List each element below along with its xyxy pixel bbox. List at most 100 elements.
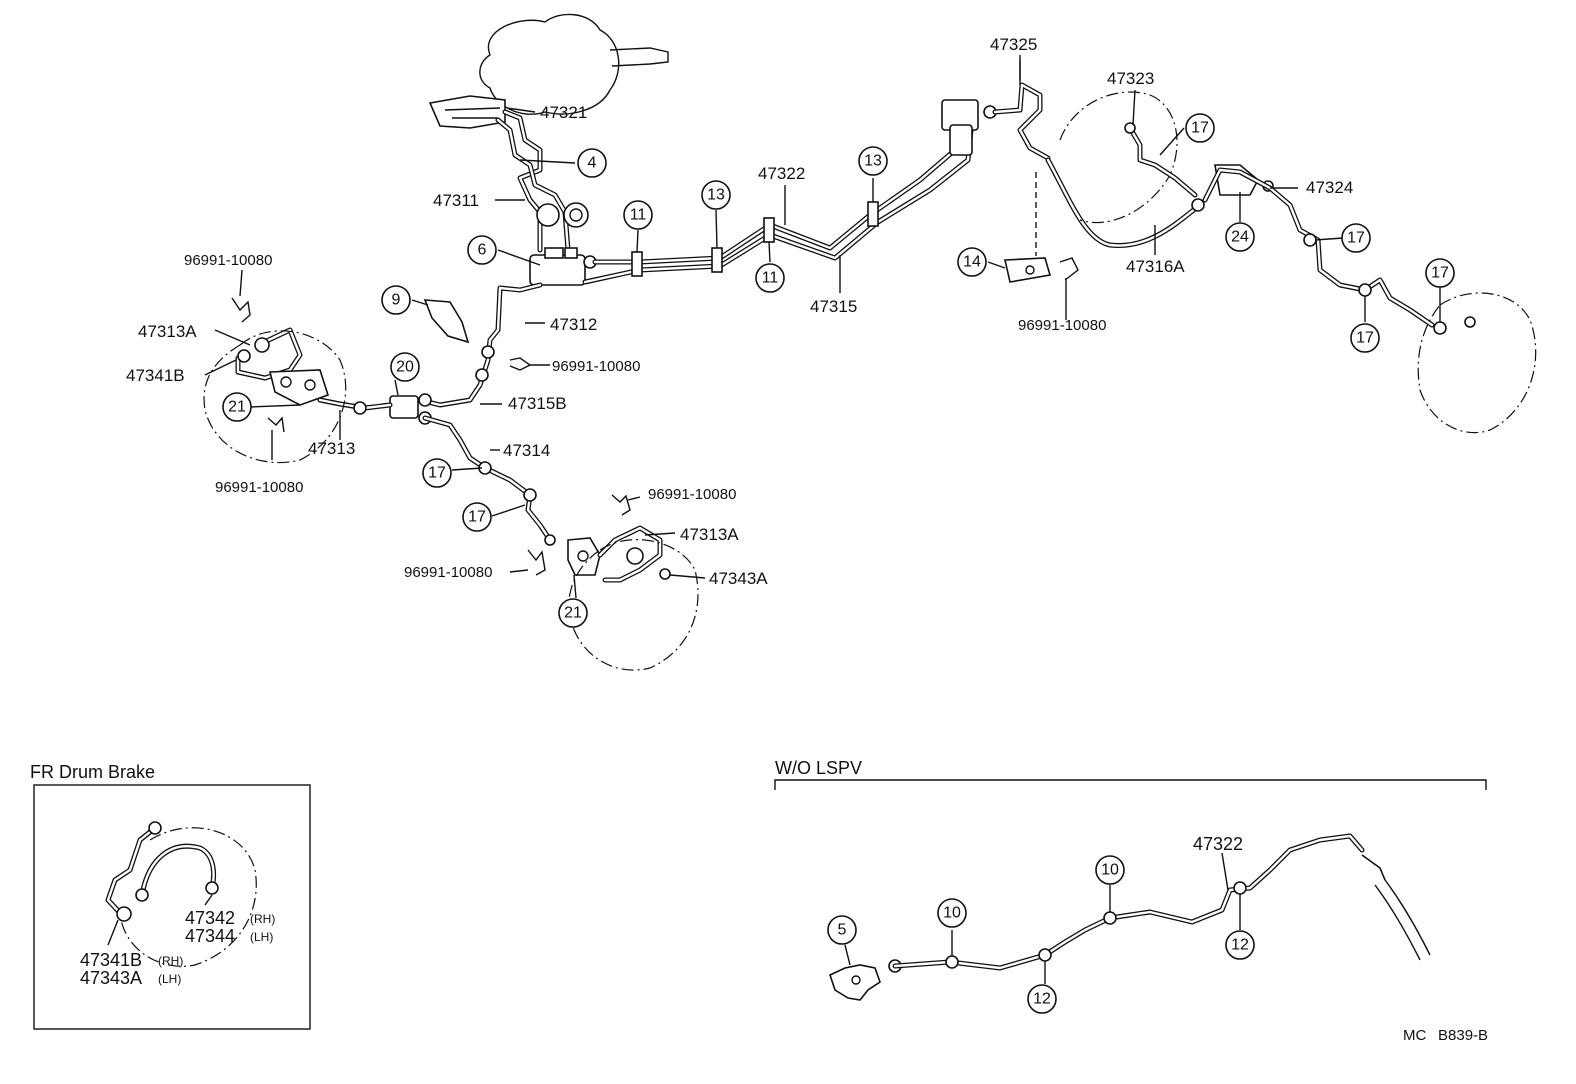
svg-text:11: 11	[630, 207, 647, 224]
svg-text:17: 17	[1431, 265, 1449, 282]
label-47325: 47325	[990, 35, 1037, 54]
drum-rear-upper	[1059, 91, 1178, 224]
label-clip-5: 96991-10080	[648, 486, 736, 503]
svg-text:13: 13	[864, 153, 882, 170]
inset-callout-12a: 12	[1027, 984, 1057, 1014]
callout-20: 20	[390, 352, 420, 382]
callout-17f: 17	[462, 502, 492, 532]
hose-47316A	[1045, 157, 1205, 249]
svg-text:13: 13	[707, 187, 725, 204]
pipe-47312	[417, 282, 543, 408]
inset-drum-frame	[33, 784, 311, 1030]
inset-label-47341B-side: (RH)	[158, 954, 183, 968]
clip-left-lower	[267, 416, 285, 460]
label-47315B: 47315B	[508, 394, 567, 413]
label-clip-2: 96991-10080	[552, 358, 640, 375]
label-47313A-right: 47313A	[680, 525, 739, 544]
svg-text:11: 11	[762, 270, 779, 287]
callout-24: 24	[1225, 222, 1255, 252]
front-left-caliper	[235, 327, 329, 406]
inset-label-47344-side: (LH)	[250, 930, 273, 944]
clip-left-upper	[231, 297, 251, 323]
callout-17d: 17	[1350, 323, 1380, 353]
inset-drum-title: FR Drum Brake	[30, 762, 155, 782]
label-47324: 47324	[1306, 178, 1353, 197]
lspv-valve	[941, 99, 997, 156]
svg-text:21: 21	[564, 605, 582, 622]
inset-label-47344: 47344	[185, 926, 235, 946]
label-47313A-left: 47313A	[138, 322, 197, 341]
inset-label-47342: 47342	[185, 908, 235, 928]
svg-text:17: 17	[428, 465, 446, 482]
drum-rear-right	[1417, 292, 1537, 434]
svg-text:20: 20	[396, 359, 414, 376]
inset-fr-drum-brake: FR Drum Brake 47342 (RH) 47344 (LH) 4734…	[30, 762, 311, 1030]
pipe-47323	[1124, 122, 1198, 198]
svg-text:5: 5	[838, 922, 847, 939]
callout-11b: 11	[755, 263, 785, 293]
callout-9: 9	[381, 285, 411, 315]
clamp-11b	[763, 217, 775, 243]
clip-right-lower	[527, 549, 546, 576]
label-clip-3: 96991-10080	[1018, 317, 1106, 334]
label-clip-6: 96991-10080	[404, 564, 492, 581]
inset-callout-10a: 10	[937, 898, 967, 928]
callout-13b: 13	[858, 146, 888, 176]
bracket-14	[1004, 172, 1079, 320]
svg-text:10: 10	[1101, 862, 1119, 879]
inset-label-47342-side: (RH)	[250, 912, 275, 926]
label-47315: 47315	[810, 297, 857, 316]
clip-right-upper	[611, 494, 631, 516]
clamp-13b	[867, 201, 879, 227]
callout-17a: 17	[1185, 113, 1215, 143]
svg-text:17: 17	[468, 509, 486, 526]
svg-text:17: 17	[1191, 120, 1209, 137]
label-47322-top: 47322	[758, 164, 805, 183]
svg-text:21: 21	[228, 399, 246, 416]
label-47341B-left: 47341B	[126, 366, 185, 385]
inset-label-47343A-side: (LH)	[158, 972, 181, 986]
callout-17c: 17	[1425, 258, 1455, 288]
label-47311: 47311	[433, 191, 479, 210]
callout-11a: 11	[623, 200, 653, 230]
pipe-47325	[992, 60, 1051, 161]
svg-text:12: 12	[1033, 991, 1051, 1008]
label-47312: 47312	[550, 315, 597, 334]
label-47321: 47321	[540, 103, 587, 122]
inset-lspv-label-47322: 47322	[1193, 834, 1243, 854]
callout-17b: 17	[1341, 223, 1371, 253]
inset-lspv-bracket	[774, 779, 1487, 790]
label-47343A-right: 47343A	[709, 569, 768, 588]
inset-label-47341B: 47341B	[80, 950, 142, 970]
label-clip-1: 96991-10080	[184, 252, 272, 269]
drum-front-left	[203, 330, 347, 464]
pipe-47324	[1202, 167, 1476, 335]
inset-callout-12b: 12	[1225, 930, 1255, 960]
brake-booster	[428, 13, 669, 129]
callout-4: 4	[577, 148, 607, 178]
inset-wo-lspv: W/O LSPV 47322 5 10 10 12 12	[774, 758, 1487, 1014]
pipe-47315	[582, 117, 975, 285]
front-right-caliper	[567, 525, 671, 583]
proportioning-valve	[529, 247, 597, 286]
svg-text:9: 9	[392, 292, 401, 309]
callout-14: 14	[957, 247, 987, 277]
footer-code: B839-B	[1438, 1027, 1488, 1044]
svg-text:12: 12	[1231, 937, 1249, 954]
inset-callout-10b: 10	[1095, 855, 1125, 885]
svg-text:10: 10	[943, 905, 961, 922]
inset-callout-5: 5	[827, 915, 857, 945]
svg-text:4: 4	[588, 155, 597, 172]
callout-13a: 13	[701, 180, 731, 210]
drum-front-right	[568, 539, 699, 671]
callout-17e: 17	[422, 458, 452, 488]
leader-lines	[204, 55, 1441, 599]
callout-6: 6	[467, 235, 497, 265]
svg-text:6: 6	[478, 242, 487, 259]
svg-text:17: 17	[1356, 330, 1374, 347]
clamp-11a	[631, 251, 643, 277]
inset-lspv-title: W/O LSPV	[775, 758, 862, 778]
svg-text:14: 14	[963, 254, 981, 271]
footer-code-prefix: MC	[1403, 1027, 1426, 1044]
